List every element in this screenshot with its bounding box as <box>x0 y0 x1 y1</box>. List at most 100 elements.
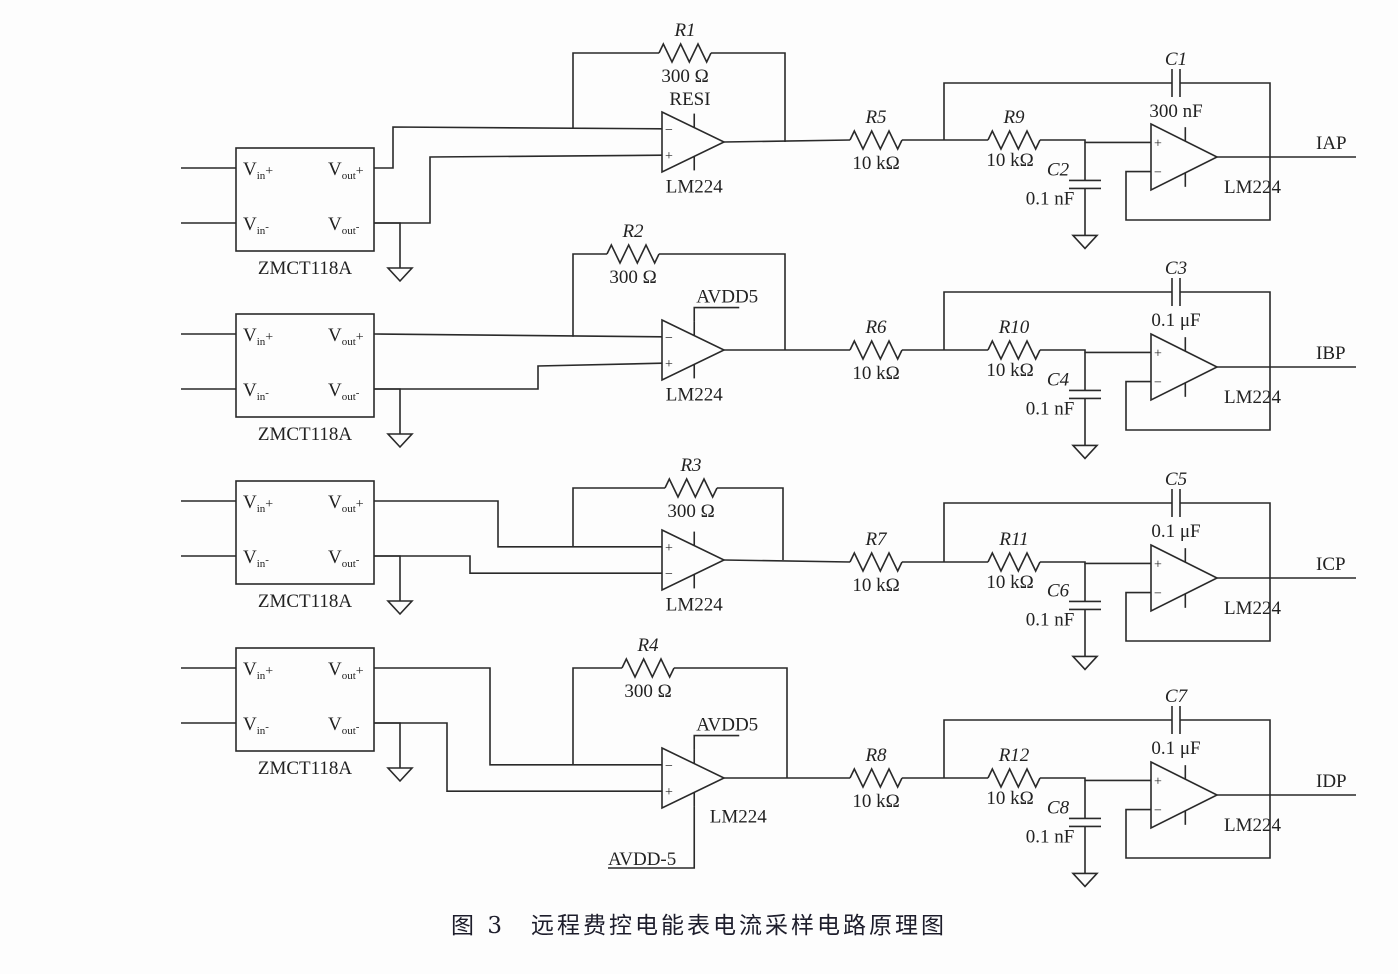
op-amp: −+ <box>661 110 726 174</box>
op-amp: +− <box>1150 760 1219 830</box>
series-resistor-2-ref: R10 <box>998 317 1030 338</box>
ground-icon <box>386 267 414 283</box>
series-resistor-1-ref: R8 <box>864 745 887 766</box>
shunt-capacitor-value: 0.1 nF <box>1026 398 1075 419</box>
filter-input-wire <box>1040 777 1151 782</box>
zmct118a-sensor: Vin+Vin-Vout+Vout-ZMCT118A <box>181 647 375 779</box>
op-amp-triangle <box>661 318 726 382</box>
op-amp-part-label: LM224 <box>666 594 724 615</box>
series-resistor-2 <box>987 339 1041 361</box>
cap-feedback-wire <box>943 502 1172 562</box>
pin-vin-minus: Vin- <box>243 714 269 737</box>
ground-icon <box>1071 655 1099 671</box>
feedback-capacitor-value: 300 nF <box>1149 101 1202 122</box>
inverting-input-wire <box>374 555 662 575</box>
op-amp-plus-sign: + <box>665 357 673 372</box>
feedback-resistor-ref: R3 <box>679 455 701 476</box>
op-amp: −+ <box>661 746 726 810</box>
pin-vout-minus: Vout- <box>328 547 360 570</box>
op-amp-plus-sign: + <box>1154 774 1162 789</box>
shunt-capacitor-ref: C6 <box>1047 580 1070 601</box>
feedback-resistor <box>606 243 660 265</box>
op-amp-plus-sign: + <box>1154 346 1162 361</box>
series-resistor-1-ref: R7 <box>864 529 888 550</box>
series-resistor-1 <box>849 129 903 151</box>
shunt-capacitor-value: 0.1 nF <box>1026 609 1075 630</box>
sensor-body <box>235 147 375 252</box>
inverting-input-wire <box>374 126 663 169</box>
figure-number: 图 3 <box>451 913 505 939</box>
op-amp-triangle <box>1150 122 1219 192</box>
cap-feedback-wire <box>943 291 1172 350</box>
ground-icon <box>1071 872 1099 888</box>
series-resistor-2-ref: R11 <box>998 529 1028 550</box>
op-amp-plus-sign: + <box>1154 136 1162 151</box>
shunt-capacitor-value: 0.1 nF <box>1026 826 1075 847</box>
op-amp-triangle <box>1150 543 1219 613</box>
series-resistor-2-value: 10 kΩ <box>986 572 1033 593</box>
feedback-wire <box>572 52 659 129</box>
feedback-capacitor-ref: C3 <box>1165 258 1187 279</box>
pin-vout-minus: Vout- <box>328 714 360 737</box>
pin-vin-plus: Vin+ <box>243 659 273 682</box>
series-resistor-1 <box>849 551 903 573</box>
feedback-capacitor-ref: C5 <box>1165 469 1187 490</box>
filter-op-amp-part-label: LM224 <box>1224 177 1282 198</box>
pin-vout-minus: Vout- <box>328 214 360 237</box>
series-resistor-2 <box>987 767 1041 789</box>
series-resistor-2-value: 10 kΩ <box>986 360 1033 381</box>
feedback-resistor-value: 300 Ω <box>667 501 714 522</box>
sensor-body <box>235 480 375 585</box>
pin-vin-plus: Vin+ <box>243 492 273 515</box>
ground-wire <box>374 722 401 768</box>
op-amp-triangle <box>1150 332 1219 402</box>
series-resistor-2-value: 10 kΩ <box>986 150 1033 171</box>
pin-vout-minus: Vout- <box>328 380 360 403</box>
filter-op-amp-part-label: LM224 <box>1224 598 1282 619</box>
stage-link-wire <box>723 559 851 563</box>
op-amp: −+ <box>661 318 726 382</box>
series-resistor-1-value: 10 kΩ <box>852 363 899 384</box>
op-amp-part-label: LM224 <box>666 176 724 197</box>
feedback-resistor-ref: R2 <box>621 221 644 242</box>
filter-op-amp-part-label: LM224 <box>1224 387 1282 408</box>
cap-feedback-wire <box>1180 291 1271 367</box>
output-label: ICP <box>1316 554 1346 575</box>
unity-feedback-wire <box>1125 367 1271 431</box>
sensor-body <box>235 313 375 418</box>
op-amp-minus-sign: − <box>1154 376 1162 391</box>
feedback-resistor-value: 300 Ω <box>624 681 671 702</box>
series-resistor-1-ref: R5 <box>864 107 886 128</box>
op-amp-plus-sign: + <box>665 149 673 164</box>
series-resistor-2 <box>987 551 1041 573</box>
ground-icon <box>1071 234 1099 250</box>
ground-wire <box>374 555 401 601</box>
feedback-wire <box>572 667 622 765</box>
feedback-resistor-value: 300 Ω <box>661 66 708 87</box>
feedback-resistor <box>664 477 718 499</box>
feedback-wire <box>572 253 607 337</box>
rail-label: RESI <box>669 89 710 110</box>
sensor-part-label: ZMCT118A <box>258 258 353 279</box>
feedback-capacitor-value: 0.1 μF <box>1151 310 1200 331</box>
inverting-input-wire <box>373 333 663 338</box>
output-label: IDP <box>1316 771 1347 792</box>
feedback-resistor <box>621 657 675 679</box>
ground-icon <box>386 767 414 783</box>
feedback-resistor-ref: R4 <box>636 635 659 656</box>
op-amp: +− <box>1150 122 1219 192</box>
cap-feedback-wire <box>943 82 1172 140</box>
shunt-capacitor-ref: C8 <box>1047 797 1070 818</box>
ground-icon <box>1071 444 1099 460</box>
series-resistor-1-value: 10 kΩ <box>852 153 899 174</box>
rail-neg-label: AVDD-5 <box>608 849 676 870</box>
op-amp-triangle <box>661 110 726 174</box>
cap-feedback-wire <box>1180 502 1271 578</box>
op-amp-minus-sign: − <box>665 123 673 138</box>
pin-vout-plus: Vout+ <box>328 659 364 682</box>
series-resistor-1 <box>849 339 903 361</box>
